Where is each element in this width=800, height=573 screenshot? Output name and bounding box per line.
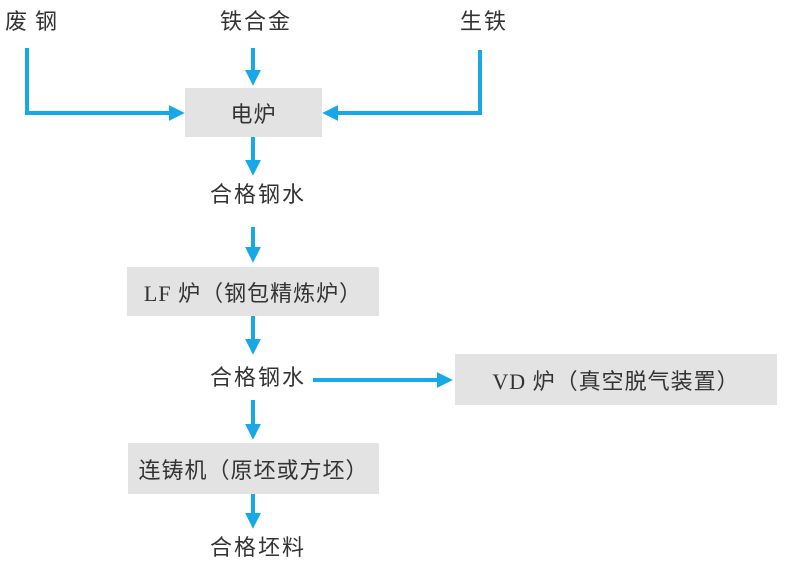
node-ferroalloy: 铁合金 [220,9,293,34]
node-lf-furnace: LF 炉（钢包精炼炉） [127,267,379,316]
node-pig-iron: 生铁 [460,9,509,34]
node-qualified-billet: 合格坯料 [209,535,306,560]
node-scrap-steel: 废钢 [5,9,66,34]
node-electric-furnace: 电炉 [185,88,322,137]
node-qualified-molten-steel-1: 合格钢水 [209,182,306,207]
node-qualified-molten-steel-2: 合格钢水 [209,365,306,390]
arrow-scrap-steel-to-electric-furnace [25,48,185,121]
node-vd-furnace: VD 炉（真空脱气装置） [455,354,777,405]
node-continuous-caster: 连铸机（原坯或方坯） [128,443,379,494]
arrow-pig-iron-to-electric-furnace [322,50,482,121]
